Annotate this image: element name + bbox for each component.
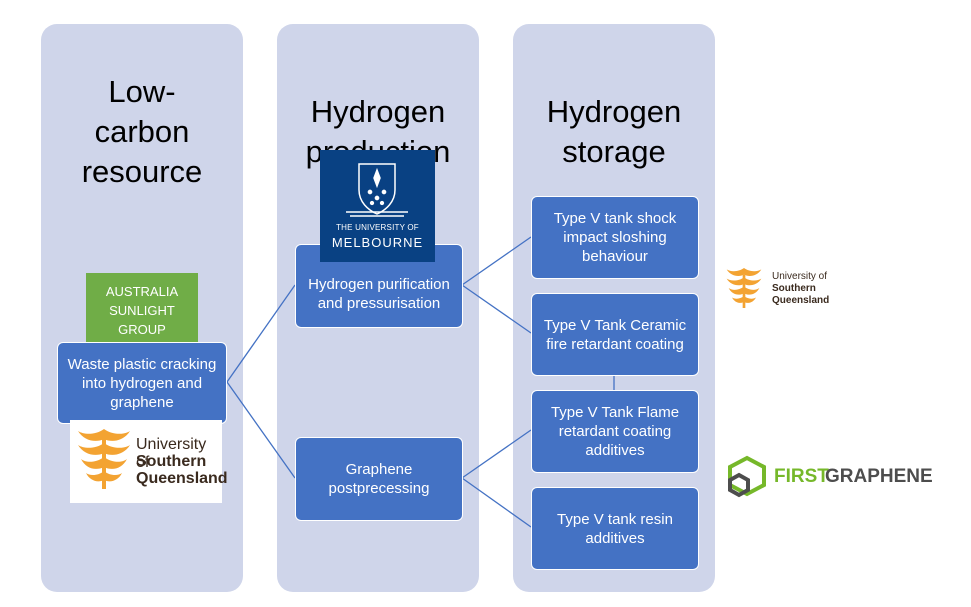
- usq-logo-small: University of Southern Queensland: [724, 265, 844, 315]
- usq-logo-large: University of Southern Queensland: [70, 420, 228, 503]
- first-graphene-text-first: FIRST: [774, 466, 829, 487]
- usq-small-line2: Southern: [772, 283, 816, 294]
- usq-tree-icon: [78, 429, 130, 489]
- first-graphene-logo: FIRST GRAPHENE: [724, 455, 934, 501]
- box-shock-impact-sloshing: Type V tank shock impact sloshing behavi…: [531, 196, 699, 279]
- usq-large-line1: University of: [136, 436, 207, 471]
- melbourne-crest-icon: [346, 163, 408, 217]
- melbourne-line2: MELBOURNE: [331, 235, 424, 250]
- box-flame-retardant-additives: Type V Tank Flame retardant coating addi…: [531, 390, 699, 473]
- first-graphene-text-graphene: GRAPHENE: [825, 466, 933, 487]
- column-title-hydrogen-storage: Hydrogen storage: [546, 94, 682, 169]
- usq-large-line3: Queensland: [136, 470, 228, 487]
- university-of-melbourne-logo: THE UNIVERSITY OF MELBOURNE: [320, 150, 435, 262]
- box-resin-additives: Type V tank resin additives: [531, 487, 699, 570]
- box-hydrogen-purification: Hydrogen purification and pressurisation: [295, 244, 463, 328]
- box-waste-plastic-cracking: Waste plastic cracking into hydrogen and…: [57, 342, 227, 424]
- usq-large-line2: Southern: [136, 453, 207, 470]
- australia-sunlight-group-logo: AUSTRALIA SUNLIGHT GROUP: [86, 273, 198, 347]
- column-title-low-carbon: Low- carbon resource: [81, 74, 203, 189]
- usq-tree-icon: [726, 268, 762, 308]
- melbourne-line1: THE UNIVERSITY OF: [336, 223, 419, 232]
- box-graphene-postprocessing: Graphene postprecessing: [295, 437, 463, 521]
- box-ceramic-fire-retardant: Type V Tank Ceramic fire retardant coati…: [531, 293, 699, 376]
- usq-small-line3: Queensland: [772, 295, 830, 306]
- first-graphene-hexagon-icon: [728, 455, 766, 498]
- usq-small-line1: University of: [772, 271, 828, 282]
